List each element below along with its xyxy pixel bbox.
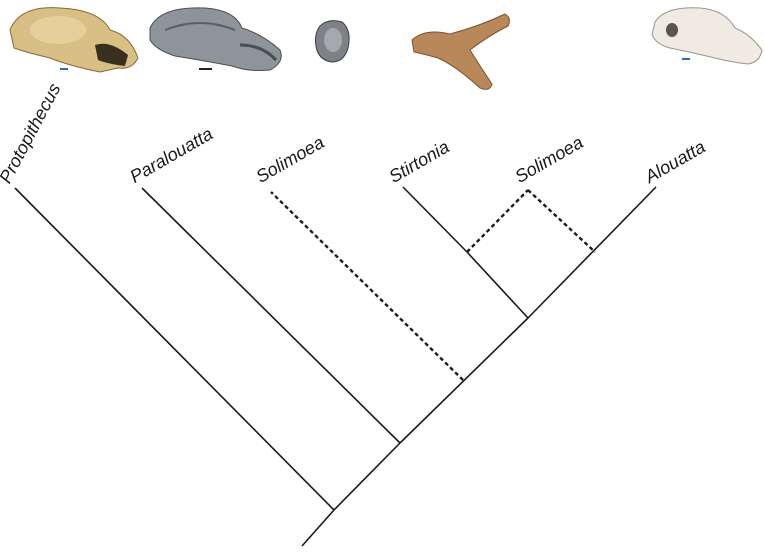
branch-protopithecus	[15, 188, 334, 510]
branch-stirtonia-clade	[467, 252, 528, 318]
protopithecus-skull-image	[10, 8, 138, 72]
branch-paralouatta	[142, 188, 400, 443]
branch-stirtonia	[403, 187, 467, 252]
branch-solimoea-2-right-dotted	[528, 190, 595, 252]
paralouatta-skull-image	[150, 8, 281, 71]
alouatta-skull-image	[652, 8, 762, 64]
scale-bar	[60, 68, 68, 70]
scale-bar	[199, 68, 212, 70]
solimoea-tooth-image	[316, 21, 350, 62]
scale-bar	[682, 58, 690, 60]
branch-backbone-1	[334, 443, 400, 510]
stirtonia-mandible-image	[412, 14, 509, 89]
branch-alouatta	[528, 187, 656, 318]
branch-backbone-2	[400, 318, 528, 443]
root-branch	[302, 510, 334, 546]
branch-solimoea-2-left-dotted	[467, 190, 528, 252]
branch-solimoea-1-dotted	[271, 192, 463, 380]
